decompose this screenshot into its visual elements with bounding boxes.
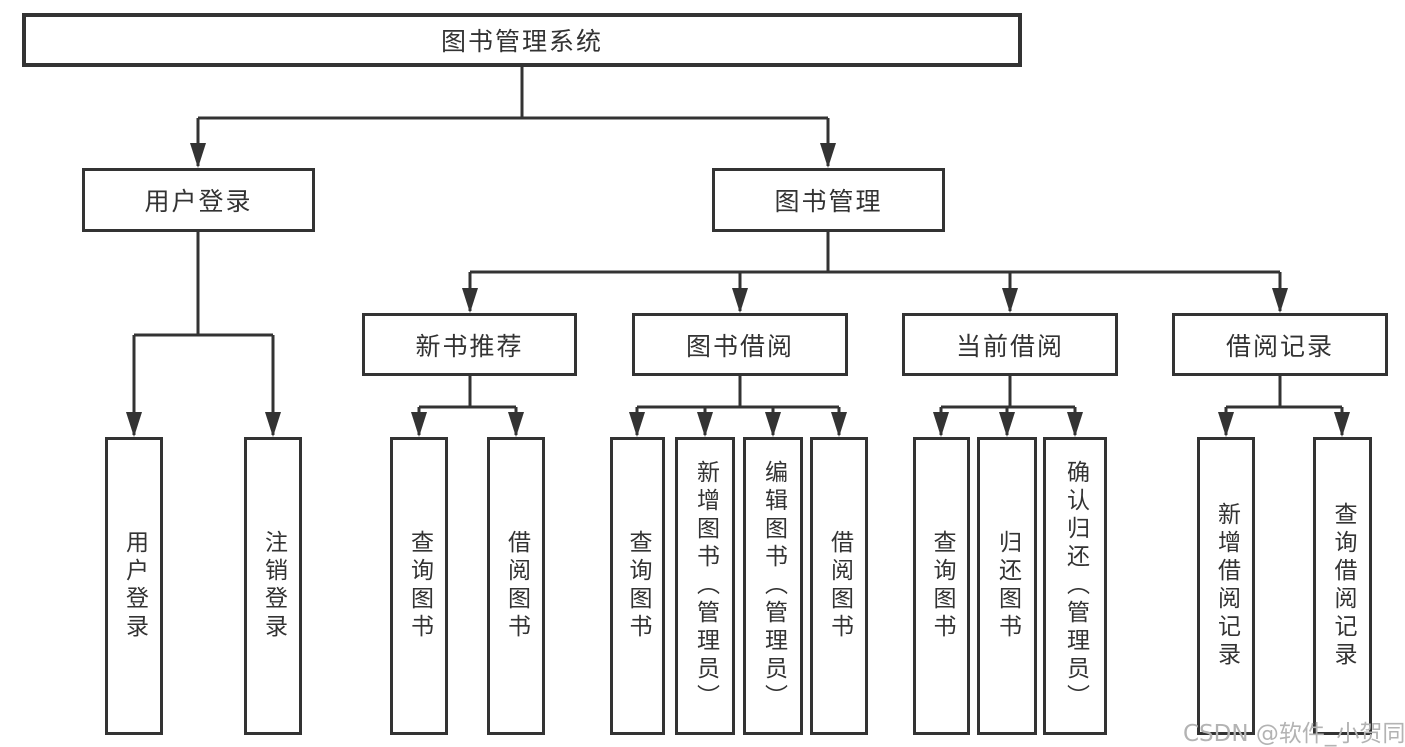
node-root-label: 图书管理系统 xyxy=(440,27,603,56)
watermark: CSDN @软件_小贺同学 xyxy=(1183,721,1405,747)
leaf-current-query-books-label: 查询图书 xyxy=(929,530,955,642)
leaf-recommend-query-books-label: 查询图书 xyxy=(406,530,433,642)
node-book-management: 图书管理 xyxy=(712,168,945,232)
leaf-user-login-label: 用户登录 xyxy=(121,530,148,642)
leaf-current-confirm-return-admin: 确认归还（管理员） xyxy=(1043,437,1107,735)
leaf-borrowing-borrow-books-label: 借阅图书 xyxy=(826,530,853,642)
node-user-login: 用户登录 xyxy=(82,168,315,232)
leaf-current-return-books-label: 归还图书 xyxy=(994,530,1021,642)
node-new-book-recommend-label: 新书推荐 xyxy=(415,331,524,361)
leaf-recommend-query-books: 查询图书 xyxy=(390,437,448,735)
leaf-borrowing-query-books: 查询图书 xyxy=(610,437,665,735)
node-book-borrowing-label: 图书借阅 xyxy=(685,331,794,361)
node-root: 图书管理系统 xyxy=(22,13,1022,67)
leaf-logout-login: 注销登录 xyxy=(244,437,302,735)
leaf-borrowing-edit-books-admin-label: 编辑图书（管理员） xyxy=(760,460,787,712)
node-user-login-label: 用户登录 xyxy=(144,187,253,216)
leaf-borrowing-borrow-books: 借阅图书 xyxy=(810,437,868,735)
node-borrowing-records: 借阅记录 xyxy=(1172,313,1388,376)
leaf-recommend-borrow-books: 借阅图书 xyxy=(487,437,545,735)
leaf-borrowing-edit-books-admin: 编辑图书（管理员） xyxy=(743,437,803,735)
node-current-borrowing-label: 当前借阅 xyxy=(955,331,1064,361)
leaf-records-add-record: 新增借阅记录 xyxy=(1197,437,1255,735)
leaf-user-login: 用户登录 xyxy=(105,437,163,735)
leaf-current-return-books: 归还图书 xyxy=(977,437,1037,735)
node-book-management-label: 图书管理 xyxy=(774,187,883,216)
leaf-records-add-record-label: 新增借阅记录 xyxy=(1213,502,1240,670)
node-borrowing-records-label: 借阅记录 xyxy=(1225,331,1334,361)
node-current-borrowing: 当前借阅 xyxy=(902,313,1118,376)
leaf-current-confirm-return-admin-label: 确认归还（管理员） xyxy=(1062,460,1089,712)
leaf-records-query-record-label: 查询借阅记录 xyxy=(1330,502,1356,670)
leaf-records-query-record: 查询借阅记录 xyxy=(1313,437,1372,735)
leaf-borrowing-add-books-admin: 新增图书（管理员） xyxy=(675,437,735,735)
leaf-current-query-books: 查询图书 xyxy=(913,437,970,735)
leaf-logout-login-label: 注销登录 xyxy=(260,530,287,642)
node-new-book-recommend: 新书推荐 xyxy=(362,313,577,376)
node-book-borrowing: 图书借阅 xyxy=(632,313,848,376)
leaf-borrowing-query-books-label: 查询图书 xyxy=(625,530,651,642)
leaf-recommend-borrow-books-label: 借阅图书 xyxy=(503,530,530,642)
leaf-borrowing-add-books-admin-label: 新增图书（管理员） xyxy=(692,460,719,712)
arrowheads xyxy=(126,143,1350,437)
